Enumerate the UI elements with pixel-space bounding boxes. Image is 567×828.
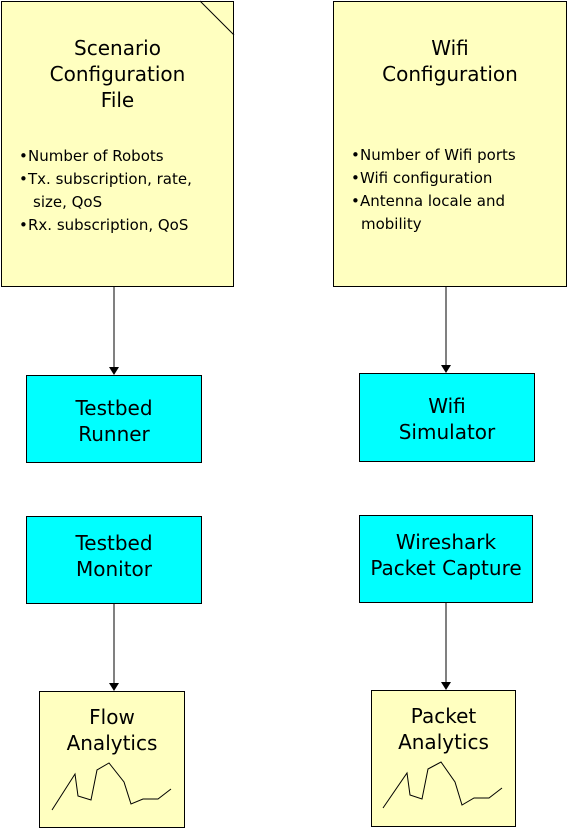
scenario-bullet-item: Rx. subscription, QoS — [19, 214, 192, 237]
wifi-config-bullet-item: Wifi configuration — [351, 167, 516, 190]
scenario-title-line: File — [100, 88, 135, 112]
scenario-bullet-list: Number of Robots Tx. subscription, rate,… — [19, 145, 192, 237]
wifi-simulator-title: Wifi Simulator — [360, 393, 534, 445]
flow-analytics-title: Flow Analytics — [40, 704, 184, 756]
scenario-title: Scenario Configuration File — [2, 35, 233, 113]
scenario-title-line: Configuration — [49, 62, 186, 86]
wireshark-packet-capture-box: Wireshark Packet Capture — [359, 515, 533, 603]
wifi-config-bullet-list: Number of Wifi ports Wifi configuration … — [351, 144, 516, 236]
packet-analytics-title: Packet Analytics — [372, 703, 515, 755]
testbed-monitor-title-line: Testbed — [75, 531, 153, 555]
wifi-config-bullet-item: mobility — [361, 215, 422, 233]
testbed-runner-box: Testbed Runner — [26, 375, 202, 463]
testbed-monitor-box: Testbed Monitor — [26, 516, 202, 604]
testbed-runner-title-line: Testbed — [75, 396, 153, 420]
wifi-config-title-line: Wifi — [431, 36, 469, 60]
scenario-bullet-item: Number of Robots — [19, 145, 192, 168]
wifi-simulator-title-line: Wifi — [428, 394, 466, 418]
wireshark-title-line: Wireshark — [395, 530, 497, 554]
packet-sparkline-icon — [382, 761, 503, 809]
wifi-config-title-line: Configuration — [382, 62, 518, 86]
testbed-monitor-title-line: Monitor — [75, 557, 153, 581]
testbed-runner-title: Testbed Runner — [27, 395, 201, 447]
scenario-configuration-file-box: Scenario Configuration File Number of Ro… — [1, 1, 234, 287]
folded-corner-icon — [199, 0, 235, 36]
packet-analytics-box: Packet Analytics — [371, 690, 516, 827]
wireshark-title-line: Packet Capture — [370, 556, 522, 580]
flow-sparkline-icon — [51, 762, 172, 811]
wifi-simulator-title-line: Simulator — [398, 420, 496, 444]
packet-analytics-title-line: Packet — [410, 704, 477, 728]
scenario-bullet-item: size, QoS — [33, 193, 103, 211]
packet-analytics-title-line: Analytics — [398, 730, 489, 754]
wifi-config-bullet-item: Number of Wifi ports — [351, 144, 516, 167]
testbed-runner-title-line: Runner — [78, 422, 150, 446]
flow-analytics-title-line: Analytics — [66, 731, 158, 755]
wireshark-title: Wireshark Packet Capture — [360, 529, 532, 581]
scenario-bullet-item: Tx. subscription, rate, — [19, 168, 192, 191]
wifi-config-bullet-item: Antenna locale and — [351, 190, 516, 213]
flow-analytics-title-line: Flow — [89, 705, 135, 729]
wifi-simulator-box: Wifi Simulator — [359, 373, 535, 462]
wifi-config-title: Wifi Configuration — [334, 35, 566, 87]
scenario-title-line: Scenario — [74, 36, 161, 60]
testbed-monitor-title: Testbed Monitor — [27, 530, 201, 582]
